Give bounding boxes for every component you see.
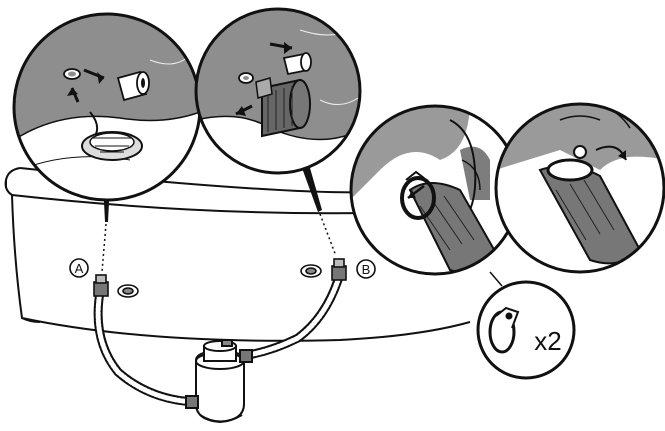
zoom-pointer-b	[302, 168, 337, 257]
strainer-zoom-icon	[12, 12, 202, 202]
fitting-b	[300, 258, 347, 281]
plunger-valve-zoom-icon	[194, 7, 362, 175]
connection-b-label: B	[362, 262, 371, 277]
hose-clamp-tighten-icon	[494, 102, 665, 274]
hose-b	[237, 275, 343, 361]
connection-a-marker: A	[69, 258, 89, 278]
hose-clamp-fit-icon	[349, 104, 521, 276]
hose-clamp-icon	[488, 306, 520, 354]
clamp-quantity-label: x2	[534, 326, 561, 356]
connection-b-marker: B	[356, 259, 376, 279]
filter-pump-icon	[185, 339, 253, 424]
connection-a-label: A	[75, 261, 84, 276]
hose-a	[93, 287, 200, 407]
fitting-a	[93, 274, 139, 298]
hose-clamp-callout: x2	[476, 271, 576, 380]
